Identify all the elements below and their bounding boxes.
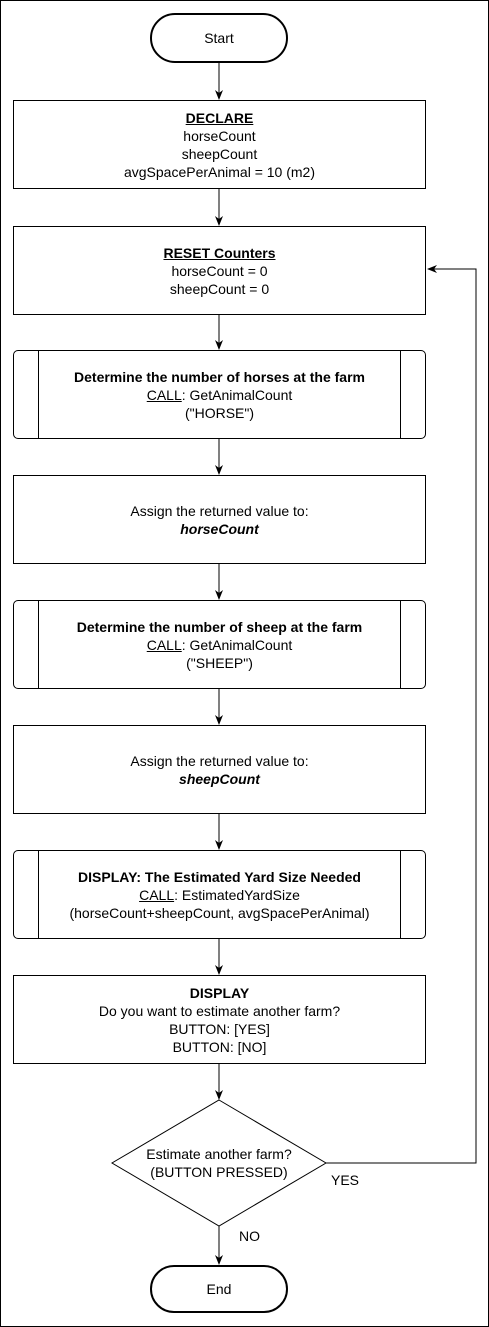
decision-text: Estimate another farm? (BUTTON PRESSED) bbox=[112, 1100, 326, 1226]
sheep-call-line: CALL: GetAnimalCount bbox=[147, 636, 293, 654]
end-label: End bbox=[206, 1281, 232, 1297]
assign-sheep-var: sheepCount bbox=[179, 770, 260, 787]
horses-call-box: Determine the number of horses at the fa… bbox=[13, 350, 426, 439]
call-keyword: CALL bbox=[139, 886, 175, 903]
display-yard-args: (horseCount+sheepCount, avgSpacePerAnima… bbox=[69, 904, 370, 921]
call-keyword: CALL bbox=[146, 636, 182, 653]
decision-line: (BUTTON PRESSED) bbox=[150, 1164, 288, 1180]
horses-call-args: ("HORSE") bbox=[184, 404, 255, 421]
no-label: NO bbox=[239, 1228, 260, 1244]
horses-call-line: CALL: GetAnimalCount bbox=[147, 386, 293, 404]
declare-line: sheepCount bbox=[181, 145, 258, 162]
reset-line: horseCount = 0 bbox=[171, 262, 268, 279]
call-keyword: CALL bbox=[146, 386, 182, 403]
sheep-call-box: Determine the number of sheep at the far… bbox=[13, 600, 426, 689]
display-yard-call-line: CALL: EstimatedYardSize bbox=[139, 886, 300, 904]
decision-diamond bbox=[111, 1099, 327, 1227]
display-prompt-line: BUTTON: [NO] bbox=[172, 1038, 267, 1055]
yes-label: YES bbox=[331, 1172, 360, 1188]
sheep-call-title: Determine the number of sheep at the far… bbox=[76, 618, 363, 635]
call-function: : EstimatedYardSize bbox=[174, 886, 300, 903]
declare-box: DECLARE horseCount sheepCount avgSpacePe… bbox=[13, 100, 426, 189]
display-prompt-title: DISPLAY bbox=[189, 984, 250, 1001]
display-prompt-box: DISPLAY Do you want to estimate another … bbox=[13, 975, 426, 1064]
declare-line: horseCount bbox=[183, 127, 256, 144]
assign-horse-var: horseCount bbox=[180, 520, 259, 537]
start-terminal: Start bbox=[150, 13, 288, 63]
call-function: : GetAnimalCount bbox=[181, 636, 293, 653]
declare-title: DECLARE bbox=[185, 109, 254, 126]
display-yard-box: DISPLAY: The Estimated Yard Size Needed … bbox=[13, 850, 426, 939]
reset-line: sheepCount = 0 bbox=[169, 280, 270, 297]
horses-call-title: Determine the number of horses at the fa… bbox=[74, 368, 365, 385]
assign-sheep-text: Assign the returned value to: bbox=[130, 752, 309, 769]
arrow-yes-loop bbox=[326, 265, 477, 1164]
start-label: Start bbox=[204, 30, 234, 46]
assign-horse-text: Assign the returned value to: bbox=[130, 502, 309, 519]
sheep-call-args: ("SHEEP") bbox=[186, 654, 253, 671]
display-prompt-line: BUTTON: [YES] bbox=[169, 1020, 270, 1037]
assign-horse-box: Assign the returned value to: horseCount bbox=[13, 475, 426, 564]
display-prompt-line: Do you want to estimate another farm? bbox=[98, 1002, 341, 1019]
declare-line: avgSpacePerAnimal = 10 (m2) bbox=[123, 163, 316, 180]
decision-line: Estimate another farm? bbox=[146, 1146, 292, 1162]
assign-sheep-box: Assign the returned value to: sheepCount bbox=[13, 725, 426, 814]
call-function: : GetAnimalCount bbox=[181, 386, 293, 403]
end-terminal: End bbox=[150, 1265, 288, 1313]
display-yard-title: DISPLAY: The Estimated Yard Size Needed bbox=[78, 868, 361, 885]
reset-box: RESET Counters horseCount = 0 sheepCount… bbox=[13, 226, 426, 315]
reset-title: RESET Counters bbox=[163, 244, 276, 261]
